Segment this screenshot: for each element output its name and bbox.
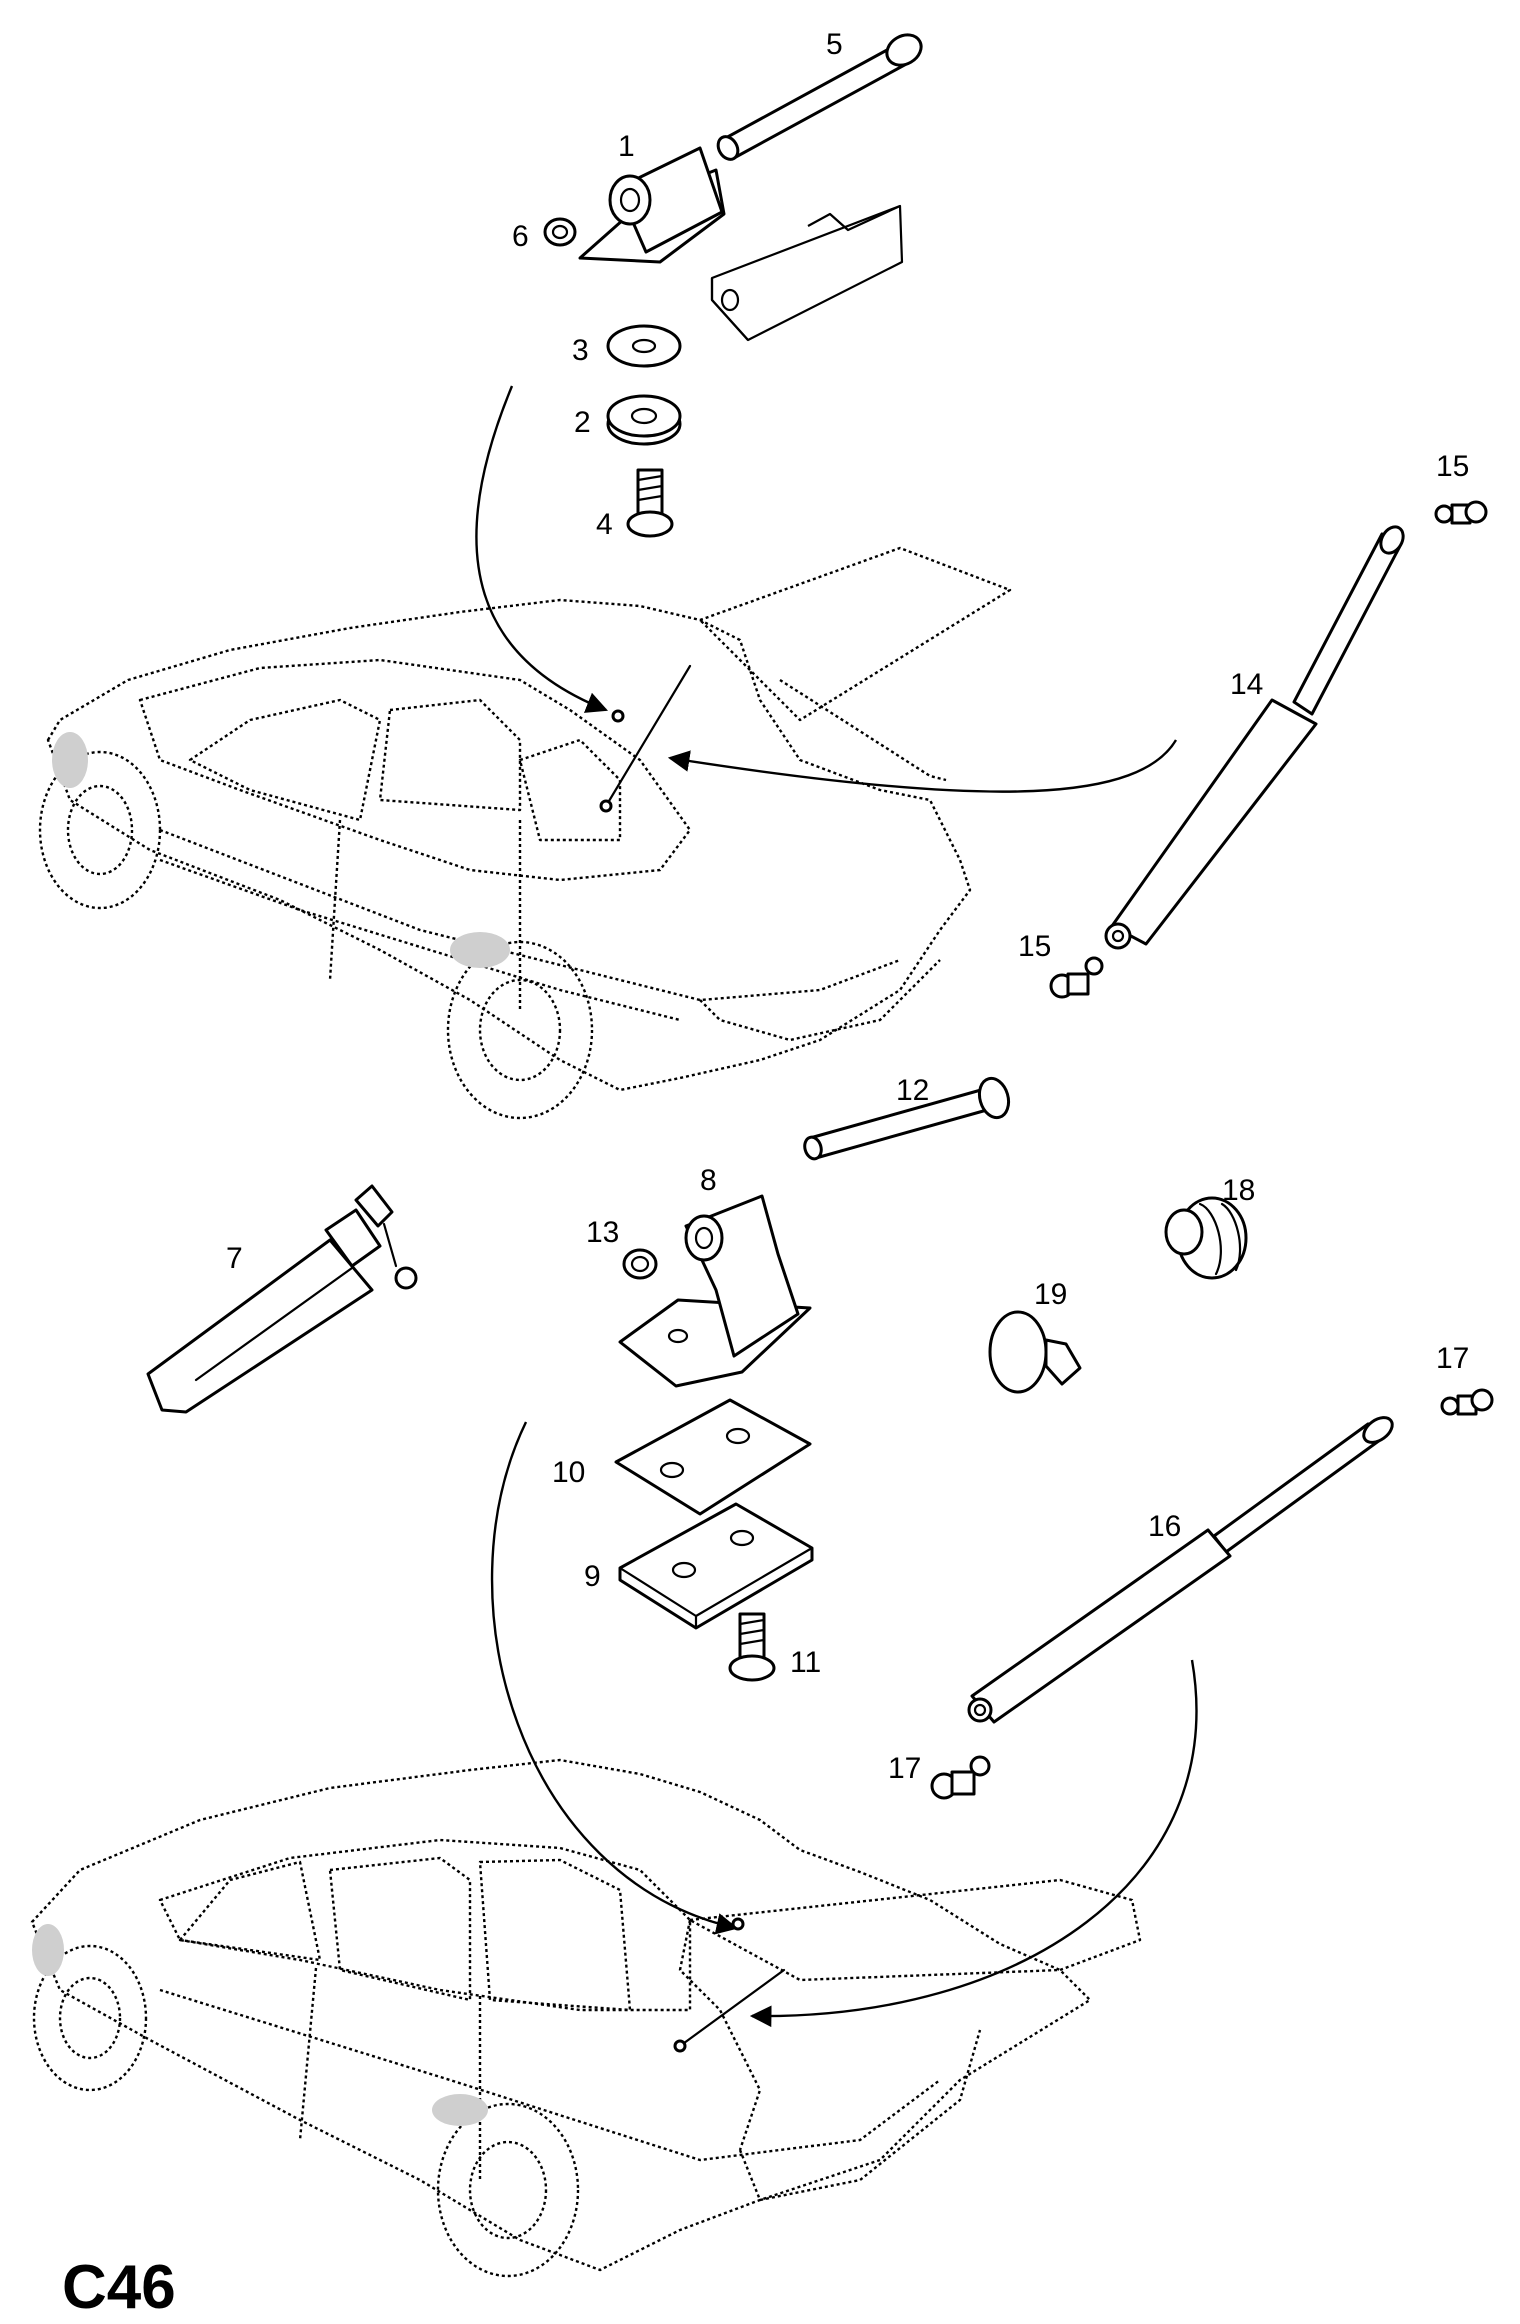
body-mount-bracket bbox=[710, 204, 904, 342]
callout-8: 8 bbox=[700, 1164, 717, 1197]
estate-car-illustration bbox=[30, 1758, 1142, 2278]
part-1-hinge bbox=[578, 146, 726, 264]
callout-12: 12 bbox=[896, 1074, 929, 1107]
part-16-gas-strut bbox=[967, 1416, 1394, 1724]
callout-19: 19 bbox=[1034, 1278, 1067, 1311]
part-14-gas-strut bbox=[1104, 525, 1405, 950]
callout-18: 18 bbox=[1222, 1174, 1255, 1207]
callout-17-lower: 17 bbox=[888, 1752, 921, 1785]
callout-13: 13 bbox=[586, 1216, 619, 1249]
part-7-sealant-tube bbox=[146, 1184, 418, 1414]
part-10-gasket bbox=[614, 1398, 812, 1516]
part-18-buffer bbox=[1164, 1196, 1248, 1280]
callout-15-upper: 15 bbox=[1436, 450, 1469, 483]
part-8-hinge bbox=[618, 1194, 812, 1388]
callout-16: 16 bbox=[1148, 1510, 1181, 1543]
part-5-hinge-pin bbox=[716, 33, 923, 161]
leader-lower-strut bbox=[749, 1659, 1198, 2028]
part-17-ball-stud-upper bbox=[1440, 1388, 1494, 1416]
part-6-clip bbox=[543, 217, 577, 247]
callout-14: 14 bbox=[1230, 668, 1263, 701]
part-2-spacer bbox=[606, 394, 682, 446]
part-19-rivet bbox=[988, 1310, 1082, 1394]
leader-lower-hinge bbox=[490, 1421, 739, 1935]
part-15-ball-stud-upper bbox=[1434, 500, 1488, 525]
callout-11: 11 bbox=[790, 1646, 821, 1679]
part-15-ball-stud-lower bbox=[1049, 956, 1104, 999]
callout-17-upper: 17 bbox=[1436, 1342, 1469, 1375]
callout-4: 4 bbox=[596, 508, 613, 541]
part-13-clip bbox=[622, 1248, 658, 1280]
leader-upper-strut bbox=[667, 739, 1178, 793]
part-11-bolt bbox=[728, 1612, 776, 1682]
callout-2: 2 bbox=[574, 406, 591, 439]
callout-15-lower: 15 bbox=[1018, 930, 1051, 963]
part-9-plate bbox=[618, 1502, 814, 1630]
leader-upper-hinge bbox=[475, 385, 609, 713]
sheet-code: C46 bbox=[62, 2253, 176, 2322]
callout-7: 7 bbox=[226, 1242, 243, 1275]
callout-6: 6 bbox=[512, 220, 529, 253]
callout-1: 1 bbox=[618, 130, 635, 163]
callout-3: 3 bbox=[572, 334, 589, 367]
part-3-washer bbox=[606, 324, 682, 368]
hatchback-car-illustration bbox=[38, 546, 1012, 1120]
callout-10: 10 bbox=[552, 1456, 585, 1489]
part-12-hinge-pin bbox=[803, 1076, 1011, 1161]
callout-9: 9 bbox=[584, 1560, 601, 1593]
part-4-bolt bbox=[626, 468, 674, 538]
part-17-ball-stud-lower bbox=[930, 1755, 991, 1800]
callout-5: 5 bbox=[826, 28, 843, 61]
